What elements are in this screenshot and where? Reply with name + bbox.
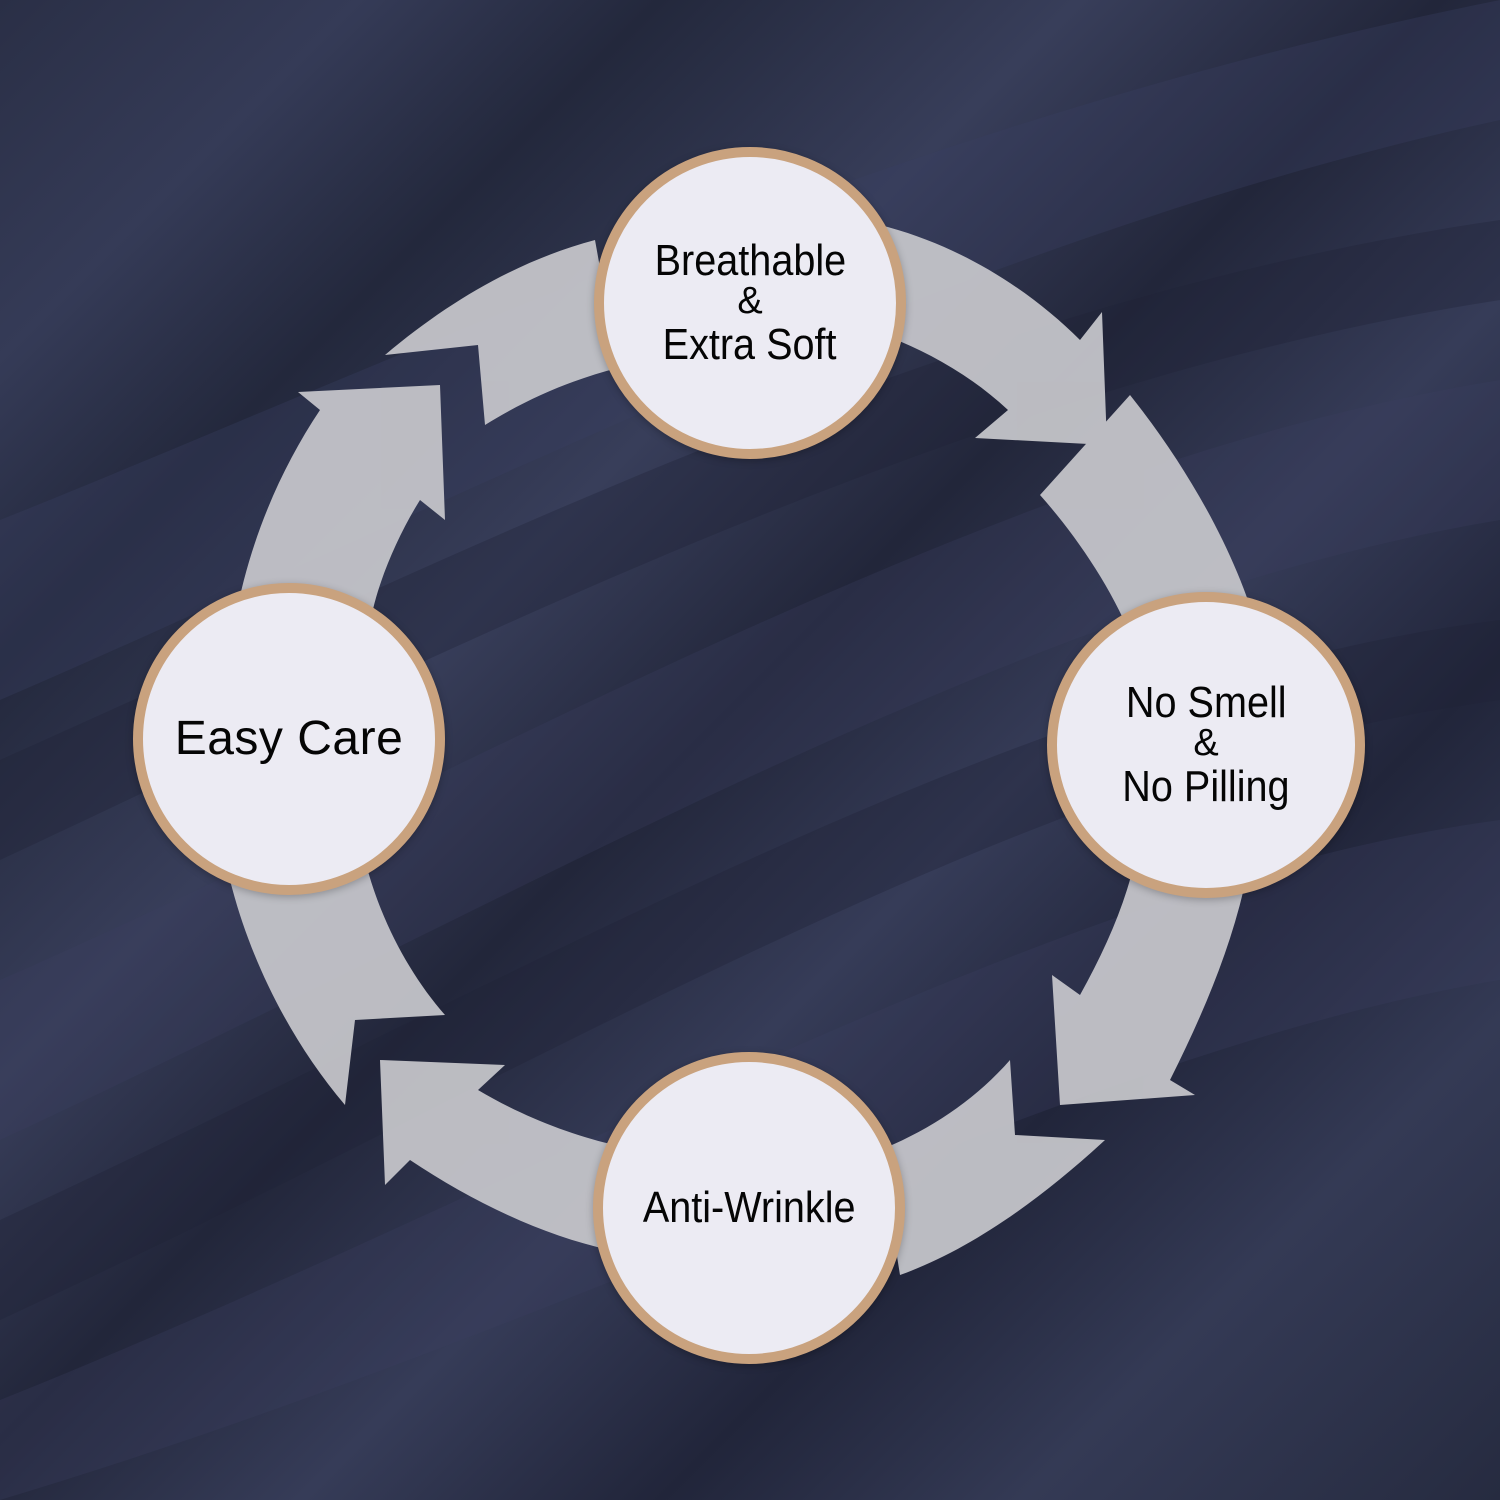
arrow-left-upper xyxy=(385,240,618,425)
feature-badge-breathable: Breathable & Extra Soft xyxy=(594,147,906,459)
feature-text: Anti-Wrinkle xyxy=(642,1182,856,1232)
feature-text: Breathable xyxy=(654,235,846,285)
feature-badge-easy-care: Easy Care xyxy=(133,583,445,895)
arrow-top-to-right xyxy=(870,225,1107,445)
arrow-right-lower xyxy=(880,1060,1105,1275)
feature-badge-anti-wrinkle: Anti-Wrinkle xyxy=(593,1052,905,1364)
feature-text: No Pilling xyxy=(1122,761,1290,811)
arrow-left-to-top xyxy=(235,385,445,625)
feature-badge-no-smell: No Smell & No Pilling xyxy=(1047,592,1365,898)
feature-text: Easy Care xyxy=(174,711,404,765)
arrow-bottom-to-left xyxy=(380,1060,615,1250)
arrow-left-lower xyxy=(230,860,445,1105)
arrow-right-to-bottom xyxy=(1052,860,1250,1105)
ampersand-text: & xyxy=(737,280,763,323)
feature-text: No Smell xyxy=(1125,677,1287,727)
ampersand-text: & xyxy=(1193,722,1219,765)
feature-text: Extra Soft xyxy=(663,319,837,369)
fabric-fold xyxy=(0,220,1500,860)
